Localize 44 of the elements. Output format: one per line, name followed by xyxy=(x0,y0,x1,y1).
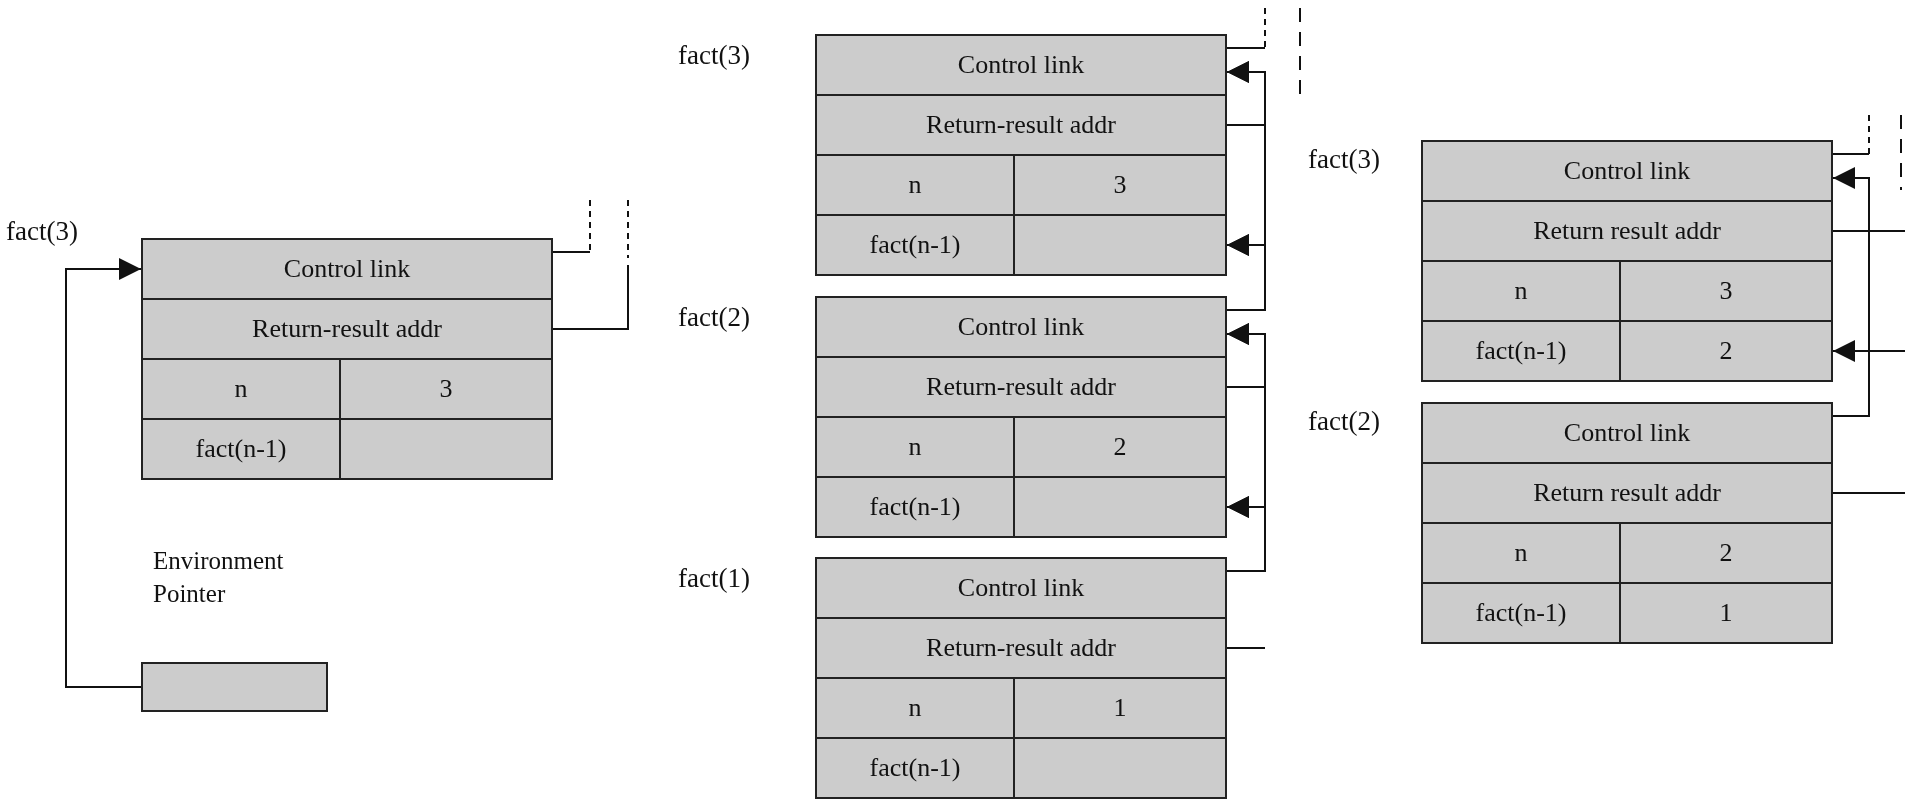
record-label: fact(3) xyxy=(6,216,78,247)
record-field: 3 xyxy=(1013,154,1227,216)
record-field: Control link xyxy=(815,557,1227,619)
arrow xyxy=(1226,496,1266,572)
record-field: 3 xyxy=(339,358,553,420)
record-field: fact(n-1) xyxy=(1421,582,1621,644)
record-field: fact(n-1) xyxy=(141,418,341,480)
record-field: Return-result addr xyxy=(815,94,1227,156)
record-field: fact(n-1) xyxy=(815,737,1015,799)
record-field: Return result addr xyxy=(1421,200,1833,262)
record-label: fact(3) xyxy=(1308,144,1380,175)
record-field: 2 xyxy=(1619,320,1833,382)
record-label: fact(2) xyxy=(1308,406,1380,437)
record-field: 1 xyxy=(1619,582,1833,644)
record-field: Control link xyxy=(1421,402,1833,464)
record-label: fact(3) xyxy=(678,40,750,71)
record-field: 1 xyxy=(1013,677,1227,739)
record-label: fact(2) xyxy=(678,302,750,333)
record-field: n xyxy=(815,154,1015,216)
record-field: n xyxy=(1421,260,1621,322)
record-field: fact(n-1) xyxy=(815,476,1015,538)
record-field: Control link xyxy=(1421,140,1833,202)
record-field: n xyxy=(815,416,1015,478)
record-field: n xyxy=(141,358,341,420)
record-field: Control link xyxy=(815,296,1227,358)
arrow xyxy=(1832,167,1870,417)
record-field: Control link xyxy=(141,238,553,300)
record-field: fact(n-1) xyxy=(1421,320,1621,382)
record-field: n xyxy=(1421,522,1621,584)
record-field: 2 xyxy=(1619,522,1833,584)
arrow xyxy=(65,258,142,688)
record-field: Return-result addr xyxy=(141,298,553,360)
pointer-label: Environment Pointer xyxy=(153,546,285,609)
record-label: fact(1) xyxy=(678,563,750,594)
record-field: n xyxy=(815,677,1015,739)
pointer-line xyxy=(1832,340,1905,362)
record-field: 2 xyxy=(1013,416,1227,478)
record-field: 3 xyxy=(1619,260,1833,322)
record-field: fact(n-1) xyxy=(815,214,1015,276)
record-field: Return result addr xyxy=(1421,462,1833,524)
record-field: Return-result addr xyxy=(815,356,1227,418)
arrow xyxy=(1226,234,1266,311)
record-field: Control link xyxy=(815,34,1227,96)
record-field: Return-result addr xyxy=(815,617,1227,679)
